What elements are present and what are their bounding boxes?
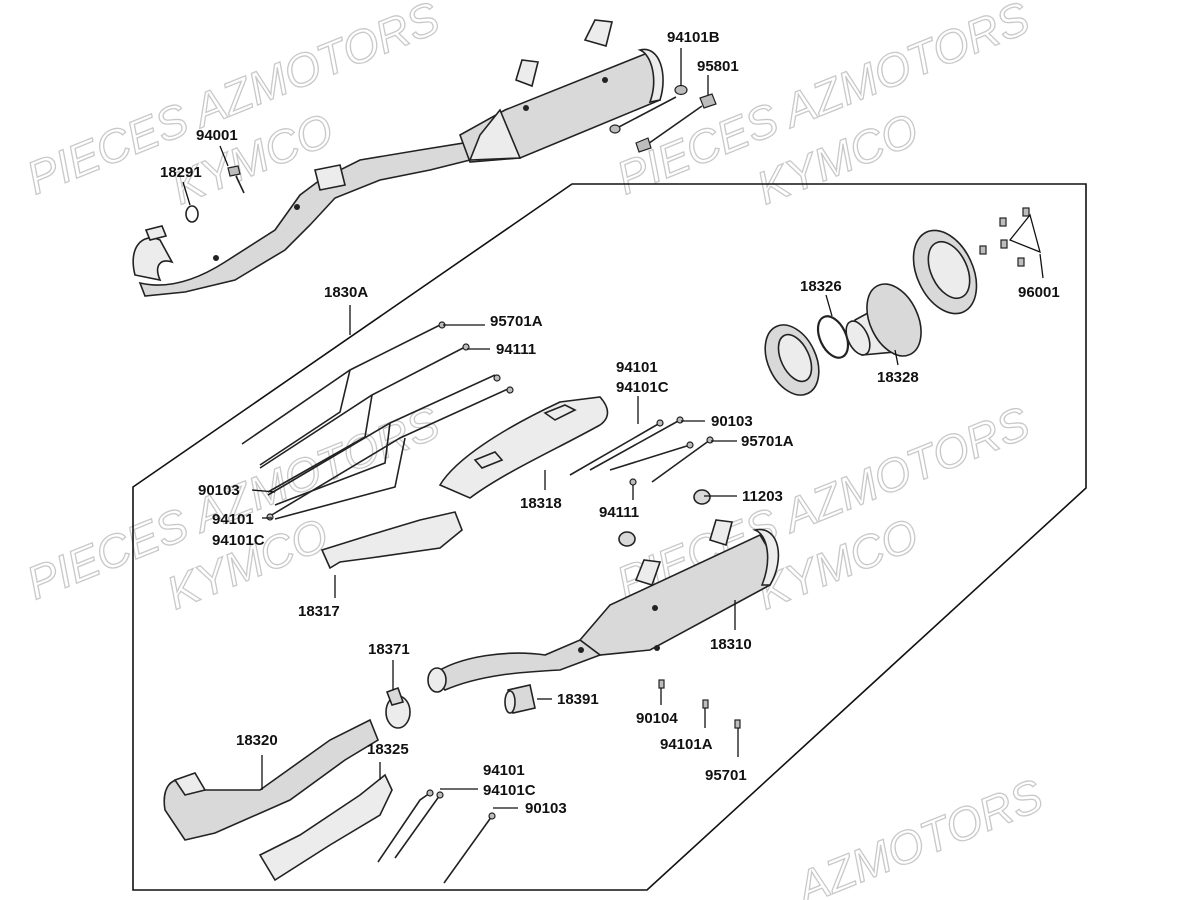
end-cap-parts <box>764 207 1041 396</box>
label-94101-mid: 94101 <box>616 359 658 376</box>
gasket-18326 <box>816 315 850 359</box>
label-94101C-left: 94101C <box>212 532 265 549</box>
label-18318: 18318 <box>520 495 562 512</box>
label-94101C-mid: 94101C <box>616 379 669 396</box>
label-94111-top: 94111 <box>496 341 536 358</box>
label-18328: 18328 <box>877 369 919 386</box>
label-90104: 90104 <box>636 710 678 727</box>
label-95801: 95801 <box>697 58 739 75</box>
label-18291: 18291 <box>160 164 202 181</box>
screw-95701 <box>734 719 741 729</box>
heat-shield-18317 <box>320 511 463 570</box>
label-94111-mid: 94111 <box>599 504 639 521</box>
heat-shield-18318 <box>438 396 609 499</box>
nut-94001 <box>227 165 241 177</box>
label-94101B: 94101B <box>667 29 720 46</box>
watermark: AZMOTORS <box>786 769 1049 900</box>
label-18317: 18317 <box>298 603 340 620</box>
label-95701A-top: 95701A <box>490 313 543 330</box>
bolt-95801 <box>699 93 717 109</box>
label-90103-mid: 90103 <box>711 413 753 430</box>
part-labels: 94101B 95801 94001 18291 18326 96001 183… <box>160 29 1060 817</box>
label-18371: 18371 <box>368 641 410 658</box>
label-95701: 95701 <box>705 767 747 784</box>
label-18326: 18326 <box>800 278 842 295</box>
label-94101C-bot: 94101C <box>483 782 536 799</box>
label-90103-left: 90103 <box>198 482 240 499</box>
label-94101-left: 94101 <box>212 511 254 528</box>
label-18325: 18325 <box>367 741 409 758</box>
screw-94101A <box>702 699 709 709</box>
label-18320: 18320 <box>236 732 278 749</box>
exhaust-system-assembled <box>132 19 664 297</box>
assembly-frame <box>132 183 1087 891</box>
heat-shield-bolts <box>241 321 514 521</box>
label-90103-bot: 90103 <box>525 800 567 817</box>
label-11203: 11203 <box>742 488 783 505</box>
label-1830A: 1830A <box>324 284 368 301</box>
label-18391: 18391 <box>557 691 599 708</box>
label-18310: 18310 <box>710 636 752 653</box>
label-95701A-mid: 95701A <box>741 433 794 450</box>
screw-90104 <box>658 679 665 689</box>
bushing-11203 <box>693 489 711 505</box>
heat-shield-18325 <box>258 773 393 882</box>
leader-lines <box>182 48 1044 809</box>
label-96001: 96001 <box>1018 284 1060 301</box>
label-94101A: 94101A <box>660 736 713 753</box>
washer-94101B <box>674 84 688 96</box>
label-94001: 94001 <box>196 127 238 144</box>
lower-bolts <box>377 789 496 884</box>
muffler-18310 <box>427 519 780 693</box>
label-94101-bot: 94101 <box>483 762 525 779</box>
middle-bolts <box>569 416 714 547</box>
top-hardware <box>185 84 717 223</box>
gasket-18291 <box>185 205 199 223</box>
